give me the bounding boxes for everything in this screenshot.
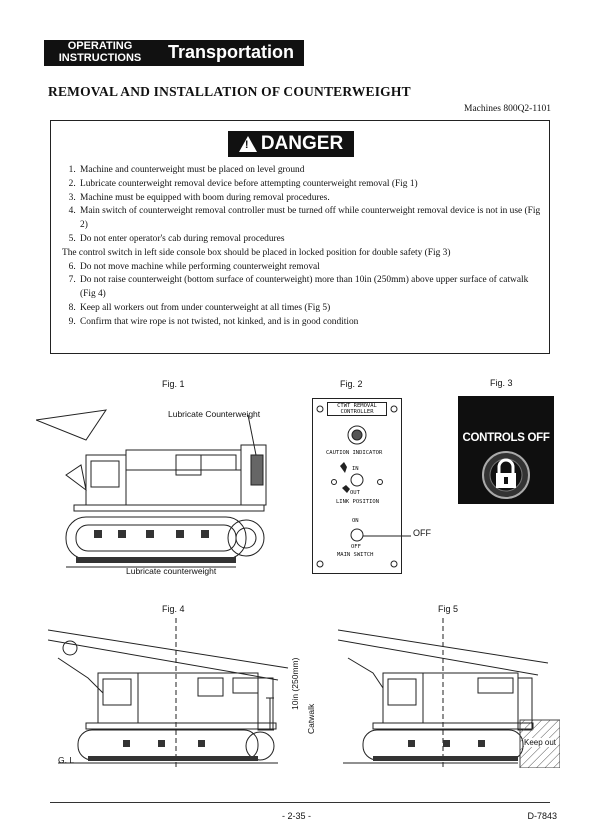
instructions-line: INSTRUCTIONS bbox=[58, 52, 142, 64]
main-switch-label: MAIN SWITCH bbox=[337, 552, 374, 558]
rule-item: Do not move machine while performing cou… bbox=[78, 261, 542, 275]
fig3-label: Fig. 3 bbox=[490, 378, 513, 388]
controller-panel-graphics bbox=[316, 405, 398, 568]
controller-panel bbox=[312, 398, 402, 574]
header-bar bbox=[44, 40, 304, 66]
fig4-label: Fig. 4 bbox=[162, 604, 185, 614]
rule-note: The control switch in left side console … bbox=[62, 247, 451, 258]
rule-item: Machine must be equipped with boom durin… bbox=[78, 192, 542, 206]
section-title: Transportation bbox=[168, 42, 295, 62]
danger-banner: ! DANGER bbox=[228, 131, 354, 157]
rule-item: Confirm that wire rope is not twisted, n… bbox=[78, 316, 542, 330]
rule-item: Machine and counterweight must be placed… bbox=[78, 164, 542, 178]
catwalk-note: Catwalk bbox=[306, 703, 316, 734]
machine-serial: Machines 800Q2-1101 bbox=[464, 104, 551, 114]
catwalk-note-wrap: Catwalk bbox=[306, 694, 320, 734]
fig1-excavator-drawing bbox=[36, 409, 267, 568]
controller-title-line1: CTWT REMOVAL bbox=[337, 403, 377, 409]
fig5-label: Fig 5 bbox=[438, 604, 459, 614]
page-number: - 2-35 - bbox=[282, 811, 312, 821]
fig1-label: Fig. 1 bbox=[162, 379, 185, 389]
footer-rule bbox=[50, 802, 550, 803]
controller-title: CTWT REMOVAL CONTROLLER bbox=[327, 402, 387, 416]
off-small-label: OFF bbox=[351, 544, 361, 550]
fig1-callout-top: Lubricate Counterweight bbox=[168, 409, 261, 419]
rule-item: Lubricate counterweight removal device b… bbox=[78, 178, 542, 192]
warning-triangle-icon: ! bbox=[238, 136, 257, 152]
caution-indicator-label: CAUTION INDICATOR bbox=[326, 450, 383, 456]
controls-off-text: CONTROLS OFF bbox=[462, 432, 550, 444]
fig5-excavator-drawing bbox=[338, 618, 560, 768]
height-note: 10in (250mm) bbox=[290, 657, 300, 710]
ground-level-label: G. L bbox=[58, 755, 75, 765]
in-label: IN bbox=[352, 466, 359, 472]
danger-rules: Machine and counterweight must be placed… bbox=[62, 164, 542, 330]
off-callout: OFF bbox=[413, 528, 431, 538]
operating-instructions-label: OPERATING INSTRUCTIONS bbox=[46, 40, 154, 64]
document-code: D-7843 bbox=[527, 811, 557, 821]
keep-out-label: Keep out bbox=[524, 738, 557, 747]
height-note-wrap: 10in (250mm) bbox=[290, 650, 304, 710]
on-label: ON bbox=[352, 518, 359, 524]
rule-item: Main switch of counterweight removal con… bbox=[78, 205, 542, 233]
danger-label: DANGER bbox=[260, 133, 344, 154]
page-title: REMOVAL AND INSTALLATION OF COUNTERWEIGH… bbox=[48, 84, 411, 99]
rule-text: Do not enter operator's cab during remov… bbox=[80, 233, 285, 244]
fig2-label: Fig. 2 bbox=[340, 379, 363, 389]
controller-title-line2: CONTROLLER bbox=[340, 409, 374, 415]
rule-item: Keep all workers out from under counterw… bbox=[78, 302, 542, 316]
link-position-label: LINK POSITION bbox=[336, 499, 380, 505]
padlock-icon bbox=[482, 451, 530, 499]
rule-item: Do not raise counterweight (bottom surfa… bbox=[78, 274, 542, 302]
off-leader-line bbox=[363, 535, 411, 537]
out-label: OUT bbox=[350, 490, 360, 496]
fig4-excavator-drawing bbox=[48, 618, 289, 768]
rule-item: Do not enter operator's cab during remov… bbox=[62, 233, 542, 261]
fig1-callout-bottom: Lubricate counterweight bbox=[126, 566, 217, 576]
danger-box bbox=[50, 120, 550, 354]
operating-line: OPERATING bbox=[67, 40, 133, 52]
